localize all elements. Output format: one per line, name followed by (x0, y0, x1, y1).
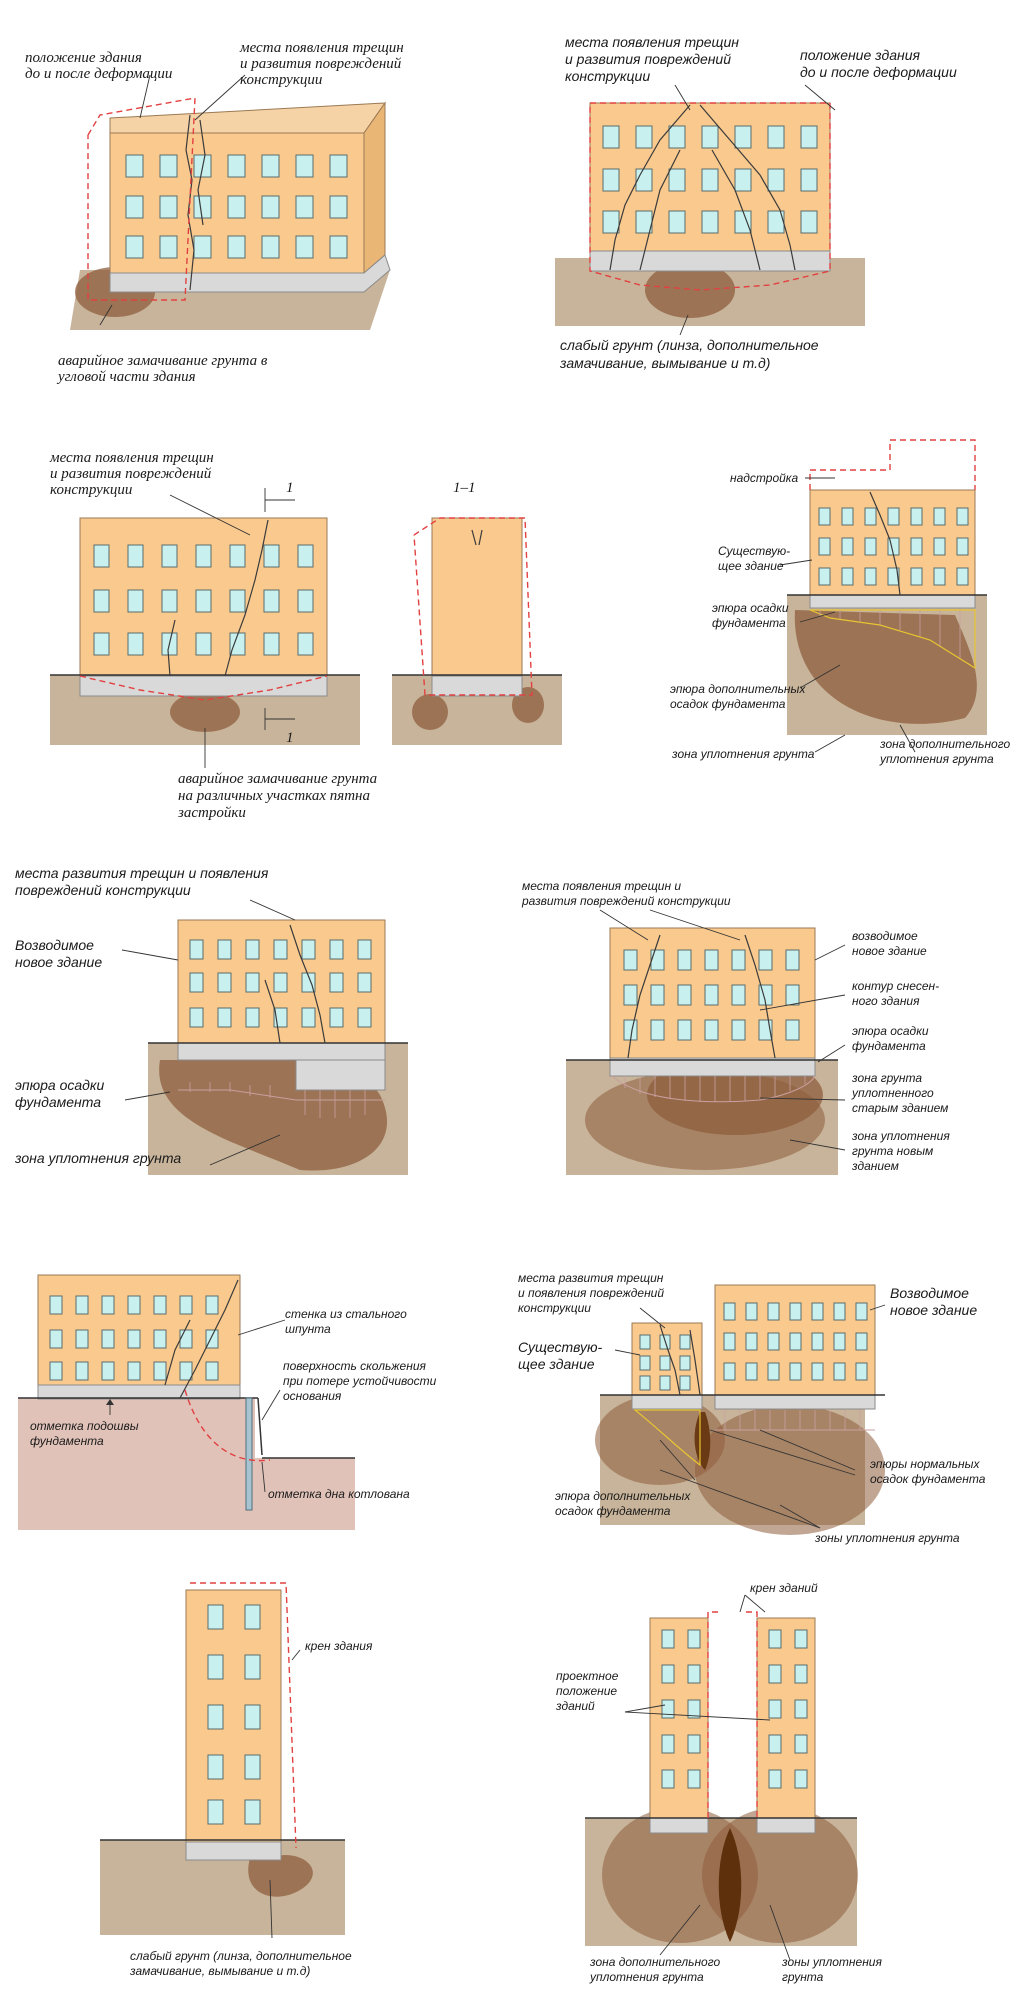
epure-hatch (819, 610, 961, 658)
p5-label-zone: зона уплотнения грунта (14, 1150, 181, 1166)
epure-hatch (715, 1410, 875, 1431)
p4-label-existing: Существую-щее здание (718, 544, 790, 573)
p9-label-tilt: крен здания (305, 1639, 373, 1653)
epure-hatch (611, 1075, 816, 1103)
windows-grid (661, 1629, 808, 1789)
p3-mark-top: 1 (286, 480, 294, 496)
windows-grid (93, 544, 314, 656)
windows-grid (189, 939, 372, 1028)
windows-grid (818, 507, 969, 586)
windows-grid (623, 949, 800, 1041)
p4-label-zone: зона уплотнения грунта (671, 747, 815, 761)
windows-grid (49, 1295, 219, 1381)
windows-grid (639, 1302, 868, 1391)
windows-grid (207, 1604, 261, 1825)
p10-label-tilt: крен зданий (750, 1581, 818, 1595)
p6-label-contour: контур снесен-ного здания (852, 979, 939, 1008)
windows-grid (125, 154, 348, 259)
panel-superstructure: надстройка Существую-щее здание эпюра ос… (670, 439, 1011, 766)
panel-tilt-single: крен здания слабый грунт (линза, дополни… (100, 1582, 373, 1978)
p8-label-zones: зоны уплотнения грунта (814, 1531, 960, 1545)
p3-section-title: 1–1 (453, 480, 476, 496)
epure-hatch (178, 1082, 385, 1118)
p7-label-pit: отметка дна котлована (268, 1487, 410, 1501)
p4-label-addon: надстройка (730, 471, 798, 485)
windows-grid (602, 125, 818, 234)
p3-mark-bottom: 1 (286, 730, 294, 746)
p8-label-existing: Существую-щее здание (518, 1339, 603, 1372)
